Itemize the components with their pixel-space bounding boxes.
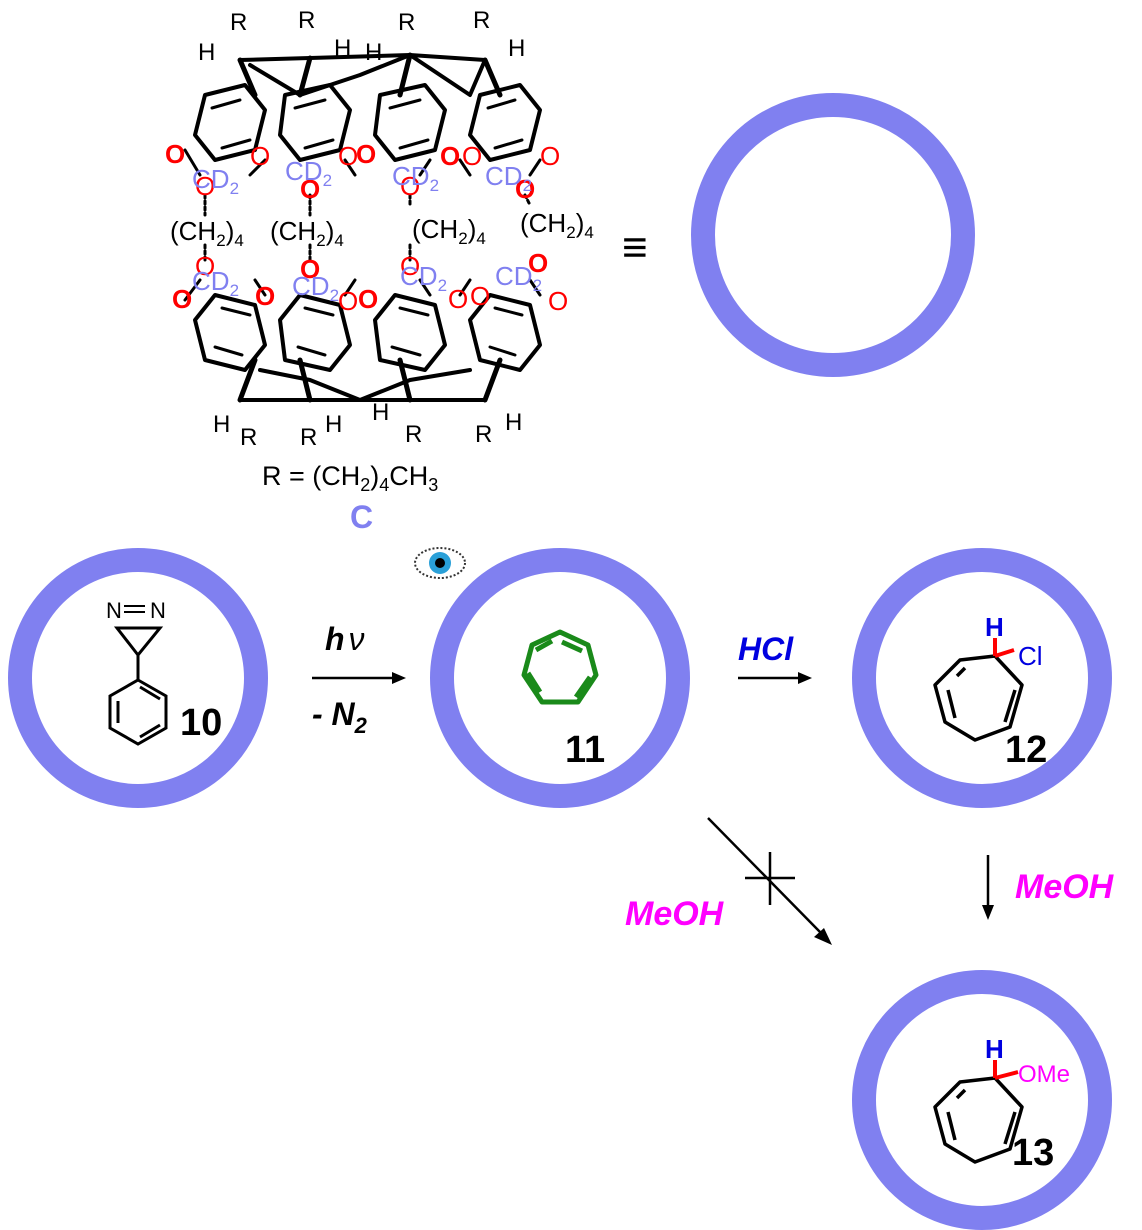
oxygen-atom: O bbox=[470, 281, 490, 311]
oxygen-atom: O bbox=[515, 174, 535, 204]
oxygen-atom: O bbox=[440, 141, 460, 171]
linker-labels: (CH2)4 (CH2)4 (CH2)4 (CH2)4 bbox=[170, 208, 594, 250]
nitrogen-loss-condition: - N2 bbox=[312, 696, 368, 738]
h-atom-label: H bbox=[365, 39, 382, 66]
hydrogen-atom: H bbox=[985, 612, 1004, 642]
oxygen-atom: O bbox=[165, 139, 185, 169]
h-atom-label: H bbox=[372, 399, 389, 426]
oxygen-atom: O bbox=[548, 286, 568, 316]
oxygen-atom: O bbox=[358, 284, 378, 314]
cd2-label: CD2 bbox=[495, 261, 542, 295]
oxygen-atom: O bbox=[172, 284, 192, 314]
arrow-step2 bbox=[738, 672, 812, 684]
oxygen-atoms-bottom: O O O O O O O O O O O bbox=[172, 248, 568, 316]
h-atom-label: H bbox=[505, 409, 522, 436]
cycloheptatetraene-structure bbox=[521, 629, 599, 705]
h-atom-label: H bbox=[213, 411, 230, 438]
cd2-label: CD2 bbox=[392, 161, 439, 195]
r-group-label: R bbox=[405, 421, 422, 448]
arrow-step3 bbox=[982, 855, 994, 920]
nitrogen-atom: N bbox=[150, 598, 166, 623]
cd2-label: CD2 bbox=[192, 164, 239, 198]
oxygen-atom: O bbox=[462, 141, 482, 171]
methanol-reagent: MeOH bbox=[1015, 868, 1115, 906]
compound-label-12: 12 bbox=[1005, 729, 1047, 771]
oxygen-atom: O bbox=[528, 248, 548, 278]
cd2-labels: CD2 CD2 CD2 CD2 CD2 CD2 CD2 CD2 bbox=[192, 156, 542, 305]
oxygen-atom: O bbox=[448, 284, 468, 314]
compound-label-11: 11 bbox=[565, 729, 605, 771]
oxygen-atom: O bbox=[356, 139, 376, 169]
r-group-label: R bbox=[475, 421, 492, 448]
cd2-label: CD2 bbox=[192, 266, 239, 300]
oxygen-atom: O bbox=[195, 171, 215, 201]
linker-label: (CH2)4 bbox=[520, 208, 594, 242]
cd2-label: CD2 bbox=[485, 161, 532, 195]
equivalence-symbol: ≡ bbox=[622, 223, 648, 272]
container-ring-13 bbox=[852, 970, 1112, 1230]
container-ring-symbol bbox=[691, 93, 975, 377]
r-group-label: R bbox=[230, 9, 247, 36]
cd2-label: CD2 bbox=[285, 156, 332, 190]
r-group-label: R bbox=[398, 9, 415, 36]
compound-label-13: 13 bbox=[1012, 1132, 1054, 1174]
r-group-label: R bbox=[298, 7, 315, 34]
r-group-label: R bbox=[473, 7, 490, 34]
phenyldiazirine-structure bbox=[108, 626, 168, 746]
h-atom-label: H bbox=[198, 39, 215, 66]
linker-label: (CH2)4 bbox=[270, 216, 344, 250]
oxygen-atom: O bbox=[255, 281, 275, 311]
oxygen-atom: O bbox=[300, 174, 320, 204]
container-ring-12 bbox=[852, 548, 1112, 808]
eye-icon bbox=[414, 547, 466, 579]
container-label: C bbox=[350, 499, 373, 535]
container-ring-11 bbox=[430, 548, 690, 808]
cd2-label: CD2 bbox=[400, 261, 447, 295]
linker-label: (CH2)4 bbox=[412, 214, 486, 248]
oxygen-atoms-top: O O O O O O O O O O O bbox=[165, 139, 560, 204]
blocked-arrow bbox=[707, 817, 832, 945]
h-atom-label: H bbox=[325, 411, 342, 438]
methanol-reagent-blocked: MeOH bbox=[625, 895, 725, 933]
chlorocycloheptatriene-structure bbox=[933, 654, 1024, 742]
oxygen-atom: O bbox=[250, 141, 270, 171]
methoxy-group: OMe bbox=[1018, 1061, 1070, 1088]
hemicarcerand-structure bbox=[183, 52, 542, 403]
hydrogen-atom: H bbox=[985, 1034, 1004, 1064]
oxygen-atom: O bbox=[400, 171, 420, 201]
oxygen-atom: O bbox=[338, 286, 358, 316]
r-group-definition: R = (CH2)4CH3 bbox=[262, 461, 438, 495]
h-atom-label: H bbox=[508, 35, 525, 62]
cd2-label: CD2 bbox=[292, 271, 339, 305]
container-ring-10 bbox=[8, 548, 268, 808]
nitrogen-atom: N bbox=[106, 598, 122, 623]
chlorine-atom: Cl bbox=[1018, 641, 1043, 671]
oxygen-atom: O bbox=[400, 251, 420, 281]
oxygen-atom: O bbox=[195, 251, 215, 281]
arrow-step1 bbox=[312, 672, 406, 684]
linker-label: (CH2)4 bbox=[170, 216, 244, 250]
compound-label-10: 10 bbox=[180, 702, 222, 744]
oxygen-atom: O bbox=[300, 254, 320, 284]
r-group-label: R bbox=[300, 424, 317, 451]
oxygen-atom: O bbox=[540, 141, 560, 171]
hcl-reagent: HCl bbox=[738, 631, 794, 667]
h-atom-label: H bbox=[334, 35, 351, 62]
oxygen-atom: O bbox=[338, 141, 358, 171]
methoxycycloheptatriene-structure bbox=[933, 1076, 1024, 1164]
r-group-label: R bbox=[240, 424, 257, 451]
